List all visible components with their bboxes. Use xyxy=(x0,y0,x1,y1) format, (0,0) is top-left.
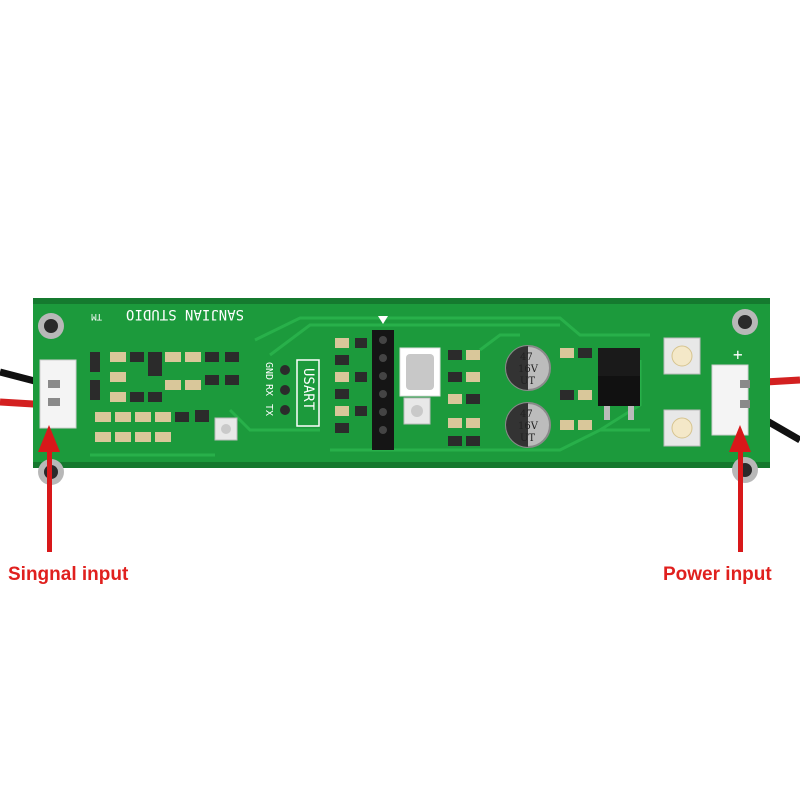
silkscreen-model: PLJ-8LED-A5 xyxy=(567,474,660,490)
usart-header xyxy=(280,359,320,427)
pin-header xyxy=(372,316,394,450)
signal-input-label: Singnal input xyxy=(8,564,129,585)
cap2-value: 47 xyxy=(520,409,533,420)
voltage-regulator xyxy=(598,348,640,420)
pin-label-gnd: GND xyxy=(263,362,274,380)
silkscreen-brand: SANJIAN STUDIO xyxy=(126,306,244,322)
cap1-voltage: 16V xyxy=(518,364,539,375)
usart-label: USART xyxy=(300,368,316,411)
crystal-oscillator xyxy=(399,347,441,425)
silkscreen-tm: TM xyxy=(91,311,102,321)
power-input-label: Power input xyxy=(663,564,772,585)
cap1-value: 47 xyxy=(520,352,533,363)
smd-components-middle xyxy=(335,338,367,433)
cap2-series: UT xyxy=(520,433,535,444)
signal-arrow-icon xyxy=(38,425,60,552)
smd-components-left xyxy=(90,352,239,442)
pin-label-rx: RX xyxy=(263,384,274,396)
power-arrow-icon xyxy=(729,425,751,552)
plus-mark: + xyxy=(733,345,743,364)
electrolytic-capacitors xyxy=(505,345,551,448)
pin-label-tx: TX xyxy=(263,404,274,416)
cap2-voltage: 16V xyxy=(518,421,539,432)
tact-buttons xyxy=(663,337,701,447)
cap1-series: UT xyxy=(520,376,535,387)
signal-connector xyxy=(39,359,77,429)
smd-components-right xyxy=(448,348,592,446)
